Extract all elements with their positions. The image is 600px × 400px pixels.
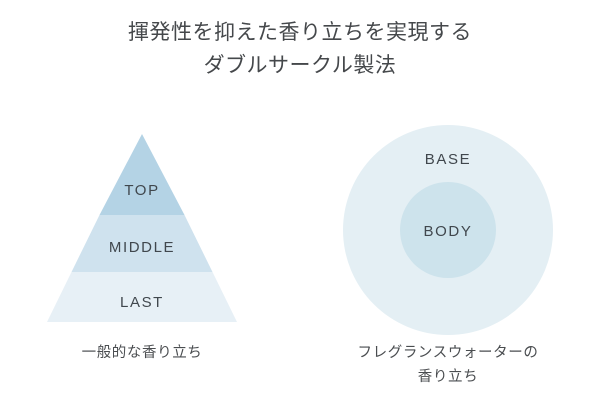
title-line-2: ダブルサークル製法 — [203, 54, 397, 77]
pyramid-label-middle: MIDDLE — [108, 239, 176, 256]
circle-label-base: BASE — [424, 151, 472, 168]
pyramid-layer-top — [99, 134, 185, 215]
title-line-1: 揮発性を抑えた香り立ちを実現する — [128, 21, 472, 44]
page-title: 揮発性を抑えた香り立ちを実現する ダブルサークル製法 — [0, 16, 600, 82]
caption-circles-line-2: 香り立ち — [417, 369, 479, 385]
pyramid-layer-last — [47, 272, 237, 322]
circle-inner-body — [400, 182, 496, 278]
caption-pyramid-line-1: 一般的な香り立ち — [81, 345, 203, 361]
caption-circles-line-1: フレグランスウォーターの — [357, 345, 539, 361]
pyramid-label-last: LAST — [120, 294, 164, 311]
pyramid-layer-middle — [71, 215, 213, 272]
caption-pyramid: 一般的な香り立ち — [27, 341, 257, 365]
pyramid-label-top: TOP — [124, 182, 160, 199]
caption-circles: フレグランスウォーターの 香り立ち — [313, 341, 583, 389]
double-circle-diagram: BASE BODY — [343, 125, 553, 335]
pyramid-shape — [47, 134, 237, 322]
fragrance-pyramid-diagram: TOP MIDDLE LAST — [47, 134, 237, 322]
circle-label-body: BODY — [423, 223, 473, 240]
